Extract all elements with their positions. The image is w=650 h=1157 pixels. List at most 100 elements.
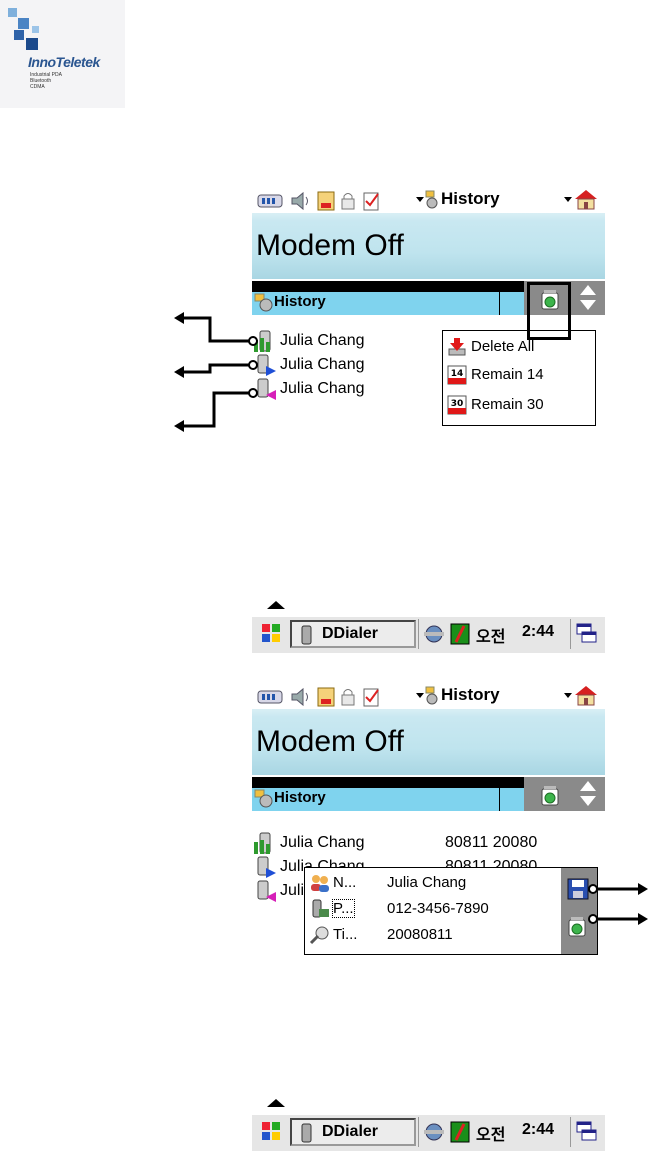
history-header-title: History [274, 293, 326, 310]
history-icon [425, 686, 438, 705]
highlight-box [527, 282, 571, 340]
company-logo: InnoTeletek Industrial PDA Bluetooth CDM… [0, 0, 125, 108]
detail-key: Ti... [333, 926, 358, 943]
history-screen-menu: History Modem Off History [252, 185, 605, 435]
taskbar-app-label: DDialer [322, 625, 379, 642]
scroll-arrows-icon[interactable] [578, 779, 598, 809]
detail-row-name: N... Julia Chang [309, 872, 559, 896]
home-icon [575, 190, 597, 210]
app-menu-label: History [441, 685, 500, 704]
caret-up-icon [267, 1099, 285, 1107]
remain-14-badge: 14 [451, 369, 464, 379]
signal-icon[interactable] [257, 194, 283, 208]
modem-status: Modem Off [256, 725, 404, 758]
outgoing-call-icon [257, 856, 276, 878]
home-menu-dropdown[interactable] [562, 188, 602, 212]
connectivity-icon[interactable] [422, 620, 446, 648]
history-header: History [252, 777, 605, 811]
taskbar-app-ddialer[interactable]: DDialer [290, 620, 416, 648]
menu-item-label: Remain 30 [471, 396, 544, 413]
menu-item-label: Remain 14 [471, 366, 544, 383]
clock-time[interactable]: 2:44 [522, 623, 555, 640]
lock-icon[interactable] [341, 193, 355, 210]
scroll-arrows-icon[interactable] [578, 283, 598, 313]
battery-icon[interactable] [448, 1118, 472, 1146]
windows-switch-icon[interactable] [574, 1118, 600, 1146]
battery-icon[interactable] [448, 620, 472, 648]
menu-item-remain-30[interactable]: 30 Remain 30 [447, 393, 591, 417]
contact-name: Julia Chang [280, 380, 365, 397]
chevron-down-icon [416, 197, 424, 202]
detail-value: Julia Chang [387, 874, 467, 891]
logo-tagline-1: Industrial PDA [30, 72, 62, 78]
taskbar: DDialer 오전 2:44 [252, 616, 605, 653]
tasks-icon[interactable] [363, 688, 379, 707]
detail-value: 012-3456-7890 [387, 900, 489, 917]
incoming-call-icon [254, 832, 271, 854]
notification-icon[interactable] [317, 687, 335, 707]
signal-icon[interactable] [257, 690, 283, 704]
remain-14-icon: 14 [447, 365, 467, 385]
history-icon [254, 293, 273, 312]
logo-mark-icon [8, 8, 39, 50]
clock-ampm: 오전 [476, 627, 506, 646]
logo-tagline-2: Bluetooth [30, 78, 52, 84]
app-menu-dropdown[interactable]: History [414, 188, 524, 212]
chevron-down-icon [564, 693, 572, 698]
taskbar-app-label: DDialer [322, 1123, 379, 1140]
home-menu-dropdown[interactable] [562, 684, 602, 708]
menu-item-remain-14[interactable]: 14 Remain 14 [447, 363, 591, 387]
detail-key: N... [333, 874, 357, 891]
chevron-down-icon [416, 693, 424, 698]
volume-icon[interactable] [291, 687, 308, 707]
delete-icon[interactable] [540, 785, 560, 807]
history-header: History [252, 281, 605, 315]
call-date: 80811 20080 [445, 834, 538, 851]
history-screen-detail: History Modem Off History [252, 681, 605, 955]
app-menu-dropdown[interactable]: History [414, 684, 524, 708]
clock-ampm: 오전 [476, 1125, 506, 1144]
delete-icon[interactable] [540, 289, 560, 311]
start-button[interactable] [256, 620, 286, 648]
taskbar: DDialer 오전 2:44 [252, 1114, 605, 1151]
history-icon [254, 789, 273, 808]
logo-tagline-3: CDMA [30, 84, 45, 90]
lock-icon[interactable] [341, 689, 355, 706]
delete-icon[interactable] [567, 916, 589, 938]
detail-row-phone[interactable]: P... 012-3456-7890 [309, 898, 559, 922]
time-icon [309, 926, 329, 945]
contact-name: Julia Chang [280, 356, 365, 373]
missed-call-icon [257, 378, 276, 400]
menu-item-delete-all[interactable]: Delete All [447, 335, 591, 359]
taskbar-app-ddialer[interactable]: DDialer [290, 1118, 416, 1146]
phone-icon [312, 899, 329, 918]
status-bar: History [252, 681, 605, 709]
menu-item-label: Delete All [471, 338, 535, 355]
history-icon [425, 190, 438, 209]
history-header-title: History [274, 789, 326, 806]
callout-arrows [174, 312, 258, 432]
volume-icon[interactable] [291, 191, 308, 211]
connectivity-icon[interactable] [422, 1118, 446, 1146]
remain-30-badge: 30 [451, 399, 464, 409]
modem-status: Modem Off [256, 229, 404, 262]
modem-banner: Modem Off [252, 709, 605, 775]
chevron-down-icon [564, 197, 572, 202]
history-row[interactable]: Julia Chang 80811 20080 [252, 832, 602, 856]
history-row[interactable]: Julia Chang [252, 330, 452, 354]
missed-call-icon [257, 880, 276, 902]
history-row[interactable]: Julia Chang [252, 378, 452, 402]
notification-icon[interactable] [317, 191, 335, 211]
tasks-icon[interactable] [363, 192, 379, 211]
history-row[interactable]: Julia Chang [252, 354, 452, 378]
windows-switch-icon[interactable] [574, 620, 600, 648]
start-button[interactable] [256, 1118, 286, 1146]
delete-context-menu: Delete All 14 Remain 14 30 Remain 30 [442, 330, 596, 426]
detail-value: 20080811 [387, 926, 453, 943]
clock-time[interactable]: 2:44 [522, 1121, 555, 1138]
home-icon [575, 686, 597, 706]
dialer-icon [301, 625, 312, 645]
status-bar: History [252, 185, 605, 213]
detail-row-time: Ti... 20080811 [309, 924, 559, 948]
detail-key: P... [332, 899, 355, 918]
